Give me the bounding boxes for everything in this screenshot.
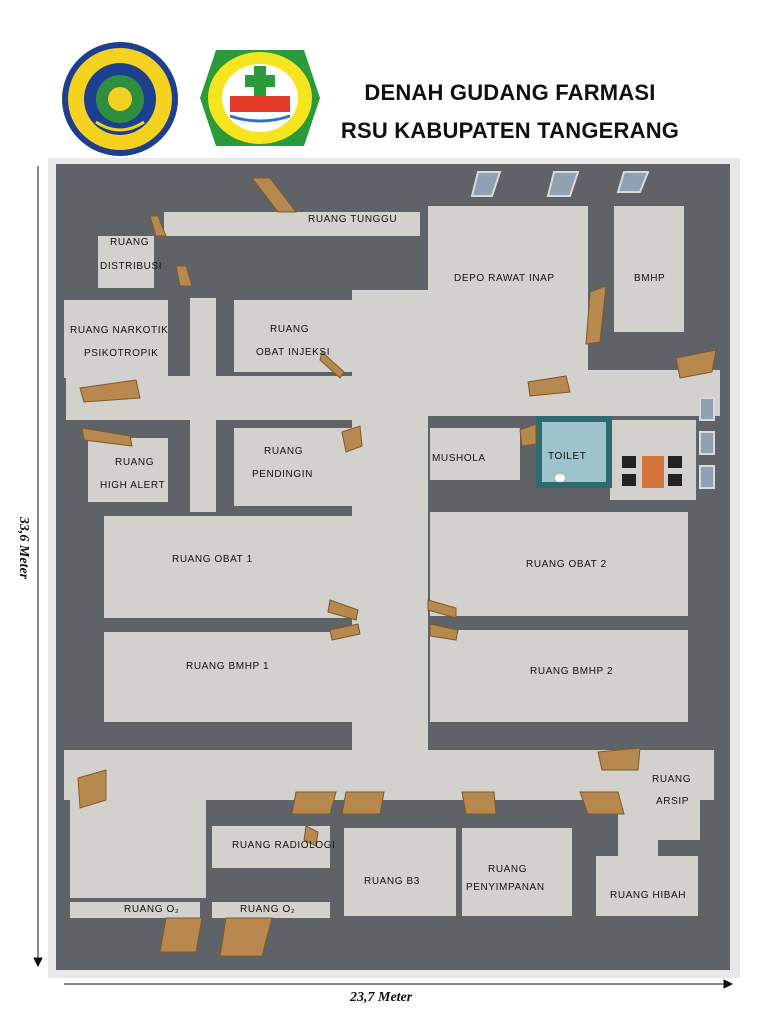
label-bmhp-2: RUANG BMHP 2 [530, 666, 613, 677]
height-arrow-head [33, 957, 43, 968]
label-hibah: RUANG HIBAH [610, 890, 686, 901]
toilet-floor [542, 422, 606, 482]
label-depo: DEPO RAWAT INAP [454, 273, 555, 284]
dimension-arrows [33, 166, 734, 989]
label-arsip-line2: ARSIP [656, 796, 689, 807]
toilet-bowl-icon [555, 474, 565, 482]
room-penyimpanan [462, 828, 572, 916]
room-obat-2 [430, 512, 688, 616]
room-bmhp-1 [104, 632, 352, 722]
room-pendingin [234, 428, 352, 506]
furniture [622, 456, 682, 488]
label-distribusi-line1: RUANG [110, 237, 149, 248]
rooms [64, 206, 700, 918]
width-arrow-head [723, 979, 734, 989]
room-depo-rawat-inap [428, 206, 588, 374]
label-radiologi: RUANG RADIOLOGI [232, 840, 335, 851]
room-narkotik [64, 300, 168, 378]
label-arsip-line1: RUANG [652, 774, 691, 785]
label-bmhp-1: RUANG BMHP 1 [186, 661, 269, 672]
room-o2-b [212, 902, 330, 918]
label-obat-2: RUANG OBAT 2 [526, 559, 607, 570]
room-b3 [344, 828, 456, 916]
width-dimension-label: 23,7 Meter [350, 990, 413, 1005]
label-mushola: MUSHOLA [432, 453, 486, 464]
room-mushola [430, 428, 520, 480]
label-distribusi-line2: DISTRIBUSI [100, 261, 162, 272]
room-bmhp [614, 206, 684, 332]
room-obat-injeksi [234, 300, 352, 372]
label-obat-1: RUANG OBAT 1 [172, 554, 253, 565]
room-bmhp-2 [430, 630, 688, 722]
label-o2-b: RUANG O₂ [240, 904, 295, 915]
room-labels: RUANG TUNGGU RUANG DISTRIBUSI DEPO RAWAT… [70, 214, 691, 915]
room-o2-a [70, 902, 200, 918]
label-high-alert-line1: RUANG [115, 457, 154, 468]
label-bmhp: BMHP [634, 273, 665, 284]
label-narkotik-line2: PSIKOTROPIK [84, 348, 158, 359]
label-injeksi-line1: RUANG [270, 324, 309, 335]
page-title-line-2: RSU KABUPATEN TANGERANG [340, 118, 680, 143]
label-ruang-tunggu: RUANG TUNGGU [308, 214, 397, 225]
hospital-logo [200, 50, 320, 146]
label-o2-a: RUANG O₂ [124, 904, 179, 915]
room-arsip [648, 750, 700, 840]
room-obat-1 [104, 516, 352, 618]
label-b3: RUANG B3 [364, 876, 420, 887]
label-injeksi-line2: OBAT INJEKSI [256, 347, 330, 358]
label-pendingin-line1: RUANG [264, 446, 303, 457]
college-logo [62, 42, 178, 156]
windows [470, 171, 715, 489]
label-pendingin-line2: PENDINGIN [252, 469, 313, 480]
height-dimension-label: 33,6 Meter [16, 516, 32, 580]
label-penyimpanan-line1: RUANG [488, 864, 527, 875]
room-hibah [596, 856, 698, 916]
label-high-alert-line2: HIGH ALERT [100, 480, 165, 491]
label-narkotik-line1: RUANG NARKOTIK [70, 325, 168, 336]
page-title-line-1: DENAH GUDANG FARMASI [364, 80, 656, 105]
room-high-alert [88, 438, 168, 502]
label-toilet: TOILET [548, 451, 586, 462]
room-ruang-distribusi [98, 236, 154, 288]
doors [77, 177, 717, 957]
label-penyimpanan-line2: PENYIMPANAN [466, 882, 545, 893]
